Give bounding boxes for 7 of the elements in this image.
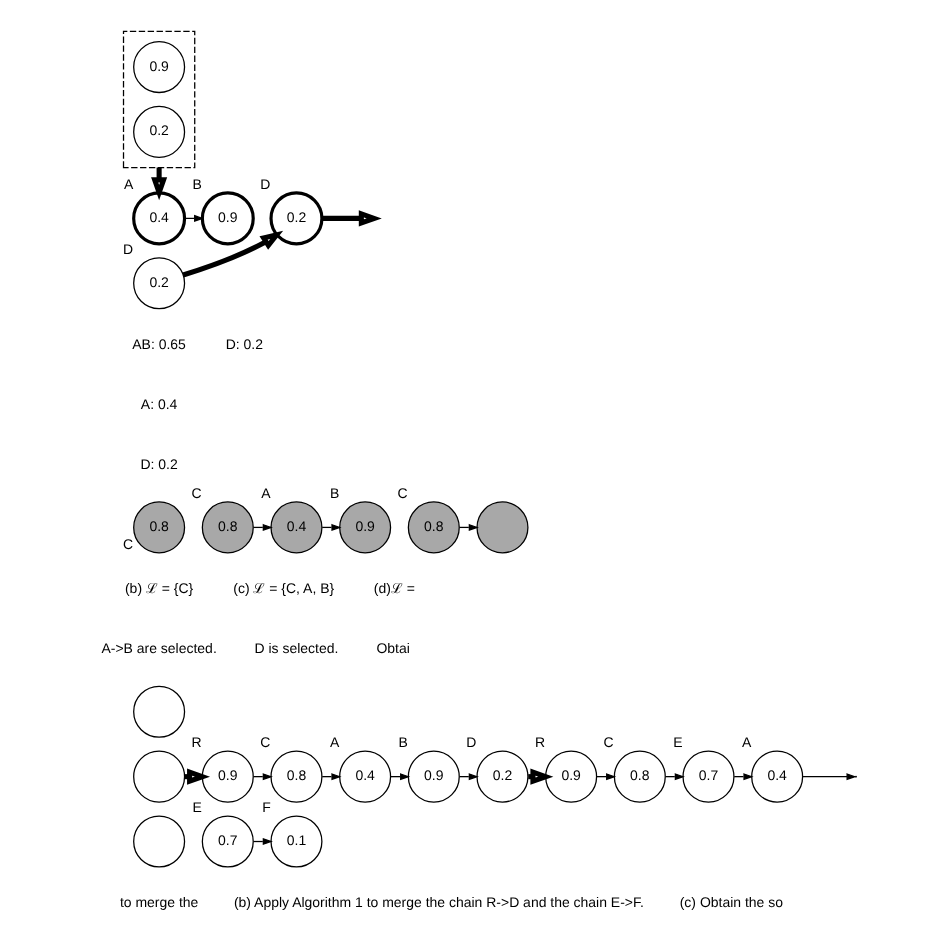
arrow: [322, 210, 382, 227]
node-circle: [476, 501, 529, 554]
arrow: [182, 230, 284, 278]
node-circle: [133, 685, 186, 738]
node-circle: [133, 815, 186, 868]
cluster: [122, 30, 196, 169]
node-circle: [133, 750, 186, 803]
